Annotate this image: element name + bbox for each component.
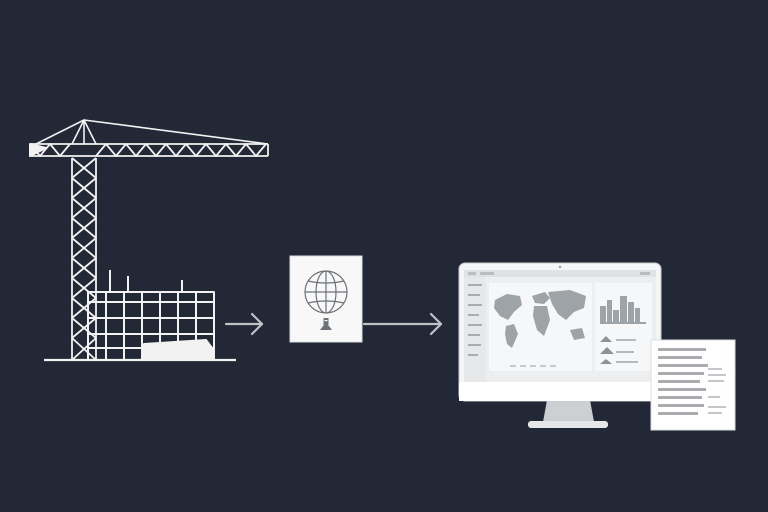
monitor-camera (558, 265, 562, 269)
report-text-lines (658, 348, 726, 415)
crane-jib (29, 143, 269, 157)
monitor-stand (543, 400, 594, 422)
crane-mast (71, 157, 97, 361)
crane-counterweight (29, 143, 47, 157)
dashboard-screen (464, 270, 656, 382)
arrow-right-icon (224, 312, 264, 336)
globe-icon (304, 270, 348, 314)
building-rebar (109, 270, 183, 292)
pin-icon (320, 318, 332, 330)
report-sheet (650, 339, 736, 431)
monitor-dashboard-icon (458, 262, 736, 431)
arrow-right-icon (362, 312, 443, 336)
crane-building-icon (29, 119, 269, 362)
mini-bars (600, 336, 638, 364)
monitor-base (528, 421, 608, 428)
site-cabin (143, 339, 213, 361)
world-map (494, 290, 586, 348)
skyline-image (600, 296, 646, 324)
crane-apex (35, 119, 269, 145)
globe-document-icon (289, 255, 363, 343)
dashboard-sidebar (464, 277, 486, 382)
